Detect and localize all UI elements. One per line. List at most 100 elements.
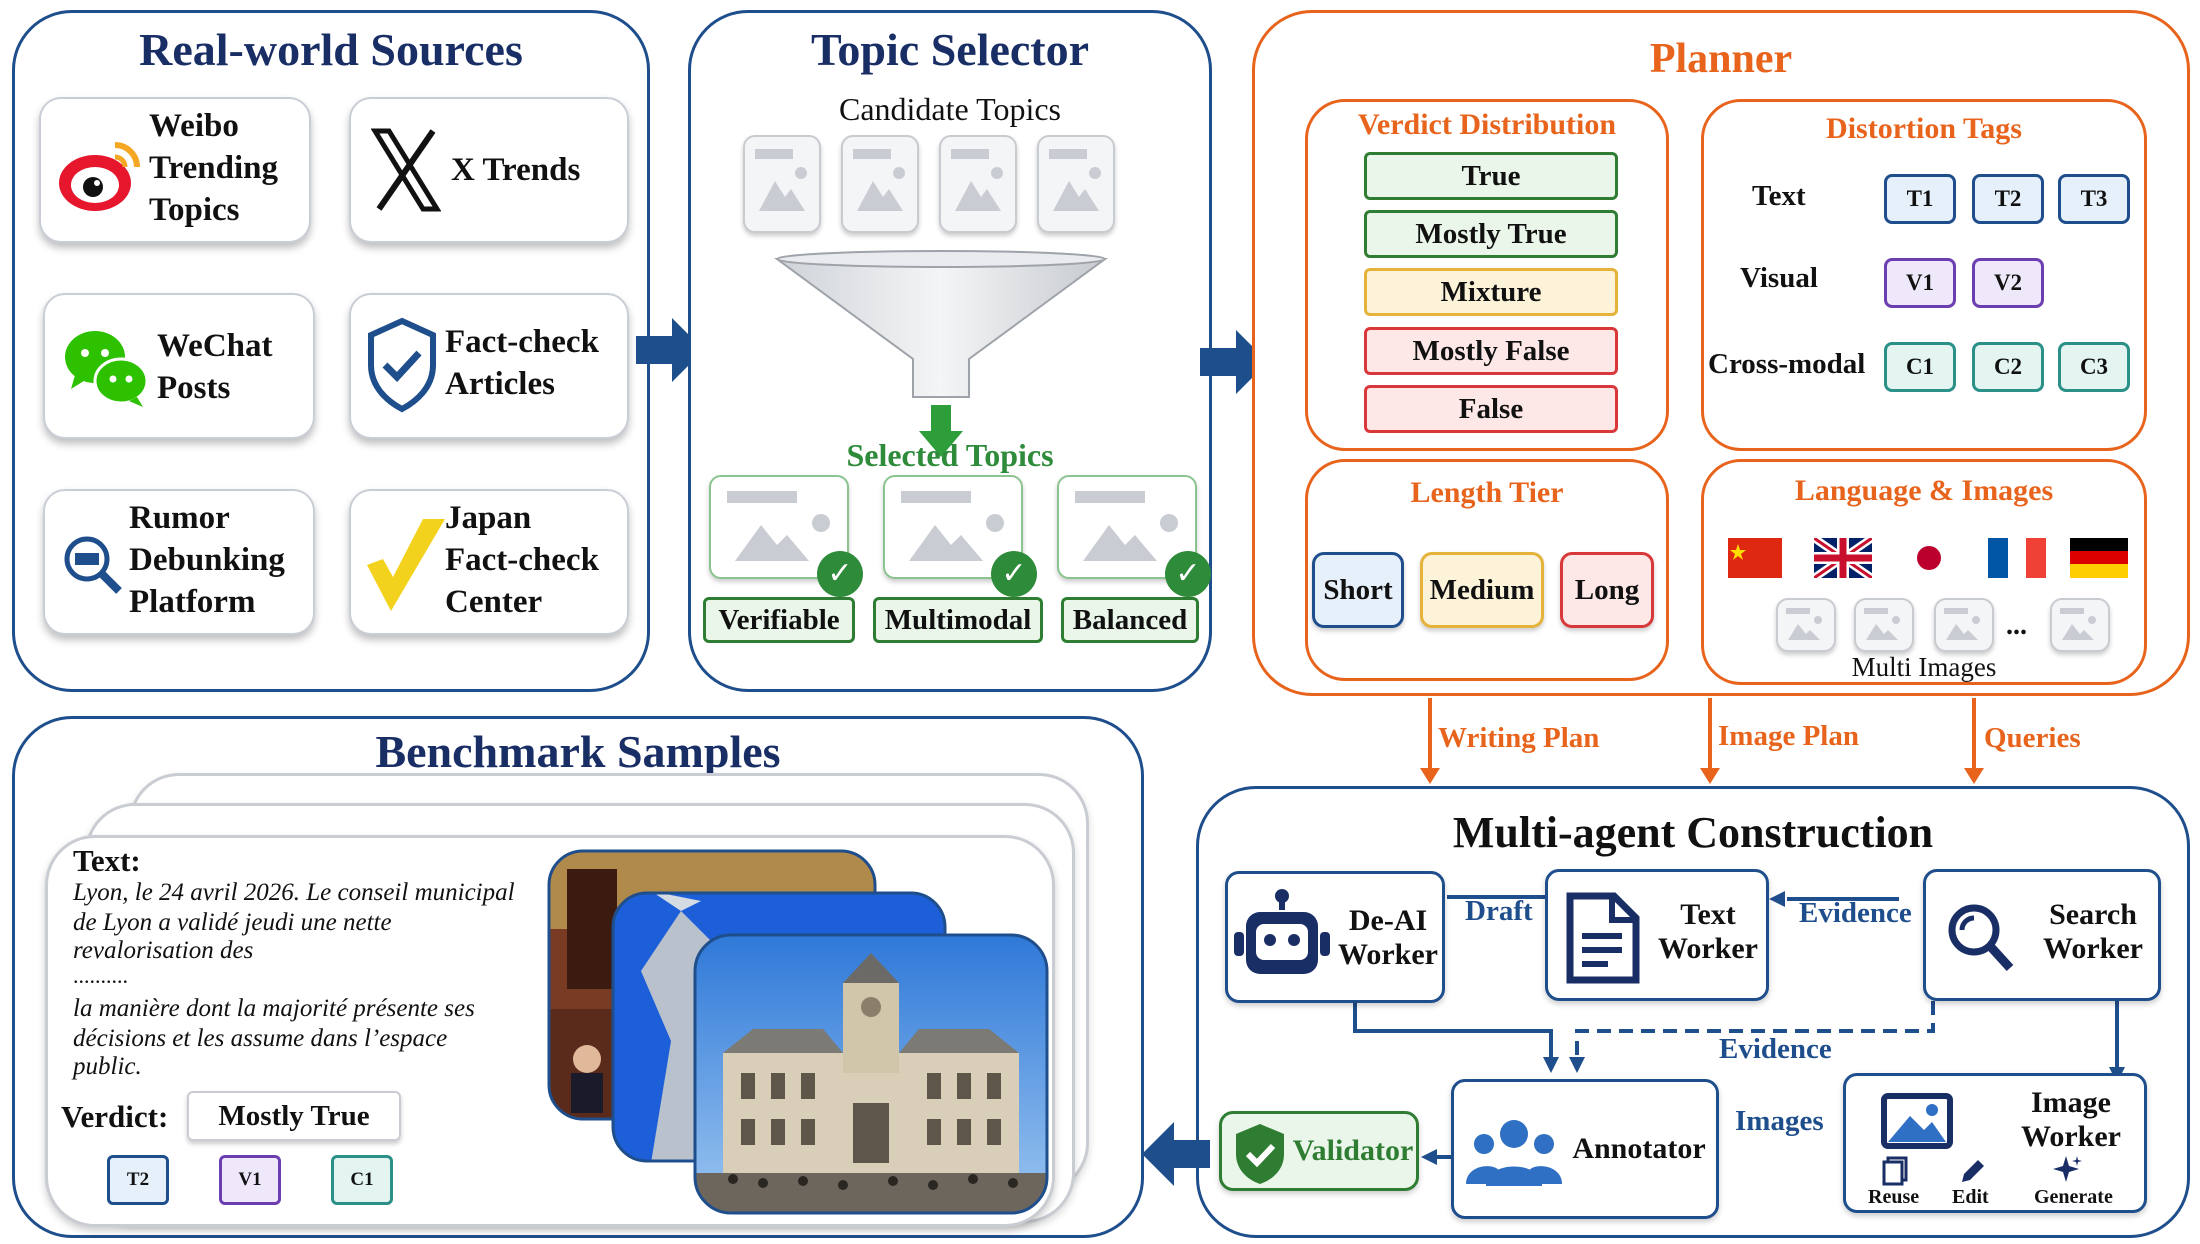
multi-image-thumb <box>1776 598 1836 652</box>
sample-text-line: Lyon, le 24 avril 2026. Le conseil munic… <box>73 879 515 906</box>
multi-image-thumb <box>1934 598 1994 652</box>
shield-check-icon <box>368 317 436 413</box>
distortion-row-text: Text <box>1752 180 1806 212</box>
search-worker: Search Worker <box>1923 869 2161 1001</box>
photo-lyon-city-hall <box>693 933 1049 1215</box>
verdict-mixture: Mixture <box>1364 268 1618 316</box>
verdict-false: False <box>1364 385 1618 433</box>
tool-reuse-label: Reuse <box>1868 1186 1920 1208</box>
shield-check-icon <box>1236 1124 1284 1184</box>
flow-writing-plan: Writing Plan <box>1438 722 1600 754</box>
edit-icon <box>1962 1160 1984 1182</box>
x-logo-icon <box>371 128 441 212</box>
image-icon <box>1881 1093 1953 1149</box>
verdict-distribution-title: Verdict Distribution <box>1357 108 1617 141</box>
source-label-wechat: WeChat Posts <box>157 328 273 406</box>
length-short: Short <box>1312 552 1404 628</box>
tag-v1: V1 <box>1884 258 1956 308</box>
candidate-thumb <box>939 135 1017 233</box>
source-label-x: X Trends <box>451 152 581 188</box>
tag-t3: T3 <box>2058 174 2130 224</box>
distortion-row-visual: Visual <box>1740 262 1818 294</box>
source-card-wechat: WeChat Posts <box>43 293 315 439</box>
candidate-thumb <box>743 135 821 233</box>
tag-t2: T2 <box>1972 174 2044 224</box>
tag-t1: T1 <box>1884 174 1956 224</box>
source-label-factcheck: Fact-check Articles <box>445 324 599 402</box>
sample-text-line: la manière dont la majorité présente ses <box>73 995 475 1022</box>
sample-verdict-value: Mostly True <box>187 1091 401 1141</box>
distortion-tags-title: Distortion Tags <box>1826 112 2022 145</box>
arrow-sources-to-selector <box>636 318 704 382</box>
reuse-icon <box>1882 1156 1908 1186</box>
sample-text-line: de Lyon a validé jeudi une nette <box>73 909 392 936</box>
candidate-thumb <box>1037 135 1115 233</box>
candidate-topics-label: Candidate Topics <box>838 91 1061 127</box>
flow-queries: Queries <box>1984 722 2081 754</box>
criterion-multimodal: Multimodal <box>873 597 1043 643</box>
construction-title: Multi-agent Construction <box>1452 808 1934 857</box>
multi-images-label: Multi Images <box>1851 652 1997 682</box>
source-label-japan: Japan Fact-check Center <box>445 500 599 620</box>
generate-sparkle-icon <box>2053 1156 2082 1182</box>
distortion-row-cross-modal: Cross-modal <box>1708 348 1866 380</box>
label-evidence-1: Evidence <box>1799 897 1912 929</box>
flag-france-icon <box>1988 538 2046 578</box>
length-medium: Medium <box>1420 552 1544 628</box>
annotator-label: Annotator <box>1572 1132 1706 1165</box>
funnel-icon <box>773 250 1109 398</box>
source-card-japan: Japan Fact-check Center <box>349 489 629 635</box>
sources-title: Real-world Sources <box>139 24 523 75</box>
annotator: Annotator <box>1451 1079 1719 1219</box>
verdict-true: True <box>1364 152 1618 200</box>
construction-panel: Multi-agent Construction <box>1196 786 2190 1238</box>
arrow-construction-to-samples <box>1142 1122 1210 1186</box>
sample-tag-v1: V1 <box>219 1155 281 1205</box>
label-evidence-2: Evidence <box>1719 1033 1832 1065</box>
criterion-balanced: Balanced <box>1061 597 1199 643</box>
check-icon: ✓ <box>991 551 1037 597</box>
multi-image-ellipsis: ... <box>2006 610 2027 641</box>
text-worker: Text Worker <box>1545 869 1769 1001</box>
verdict-mostly-false: Mostly False <box>1364 327 1618 375</box>
validator-label: Validator <box>1292 1134 1414 1167</box>
length-tier-title: Length Tier <box>1410 476 1564 509</box>
image-worker-label: Image Worker <box>2021 1086 2121 1153</box>
text-worker-label: Text Worker <box>1658 898 1758 965</box>
flag-uk-icon <box>1814 538 1872 578</box>
source-card-rumor: Rumor Debunking Platform <box>43 489 315 635</box>
rumor-search-icon <box>64 536 122 594</box>
tag-c1: C1 <box>1884 342 1956 392</box>
image-worker: Image Worker Reuse Edit Generate <box>1843 1073 2147 1213</box>
flag-japan-icon <box>1900 538 1958 578</box>
tool-generate-label: Generate <box>2034 1186 2113 1208</box>
samples-panel: Benchmark Samples Text: Lyon, le 24 avri… <box>12 716 1144 1238</box>
deai-worker-label: De-AI Worker <box>1338 904 1438 971</box>
tag-c2: C2 <box>1972 342 2044 392</box>
selector-panel: Topic Selector Candidate Topics Selected… <box>688 10 1212 692</box>
validator: Validator <box>1219 1111 1419 1191</box>
multi-image-thumb <box>2050 598 2110 652</box>
samples-title: Benchmark Samples <box>375 726 781 777</box>
tag-v2: V2 <box>1972 258 2044 308</box>
flag-germany-icon <box>2070 538 2128 578</box>
verdict-distribution-box: Verdict Distribution True Mostly True Mi… <box>1305 99 1669 451</box>
sources-panel: Real-world Sources Weibo Trending Topics… <box>12 10 650 692</box>
verdict-mostly-true: Mostly True <box>1364 210 1618 258</box>
wechat-icon <box>65 331 149 407</box>
sample-text-line: décisions et les assume dans l’espace <box>73 1025 448 1052</box>
length-long: Long <box>1560 552 1654 628</box>
source-label-weibo: Weibo Trending Topics <box>149 108 278 228</box>
selected-topics-label: Selected Topics <box>846 437 1054 473</box>
japan-factcheck-logo-icon <box>367 519 445 611</box>
robot-icon <box>1234 889 1330 974</box>
arrow-selector-to-planner <box>1200 330 1268 394</box>
search-worker-label: Search Worker <box>2043 898 2143 965</box>
sample-text-line: revalorisation des <box>73 937 254 964</box>
deai-worker: De-AI Worker <box>1225 871 1445 1003</box>
sample-tag-c1: C1 <box>331 1155 393 1205</box>
flow-image-plan: Image Plan <box>1718 720 1859 752</box>
sample-tag-t2: T2 <box>107 1155 169 1205</box>
length-tier-box: Length Tier Short Medium Long <box>1305 459 1669 681</box>
multi-image-thumb <box>1854 598 1914 652</box>
